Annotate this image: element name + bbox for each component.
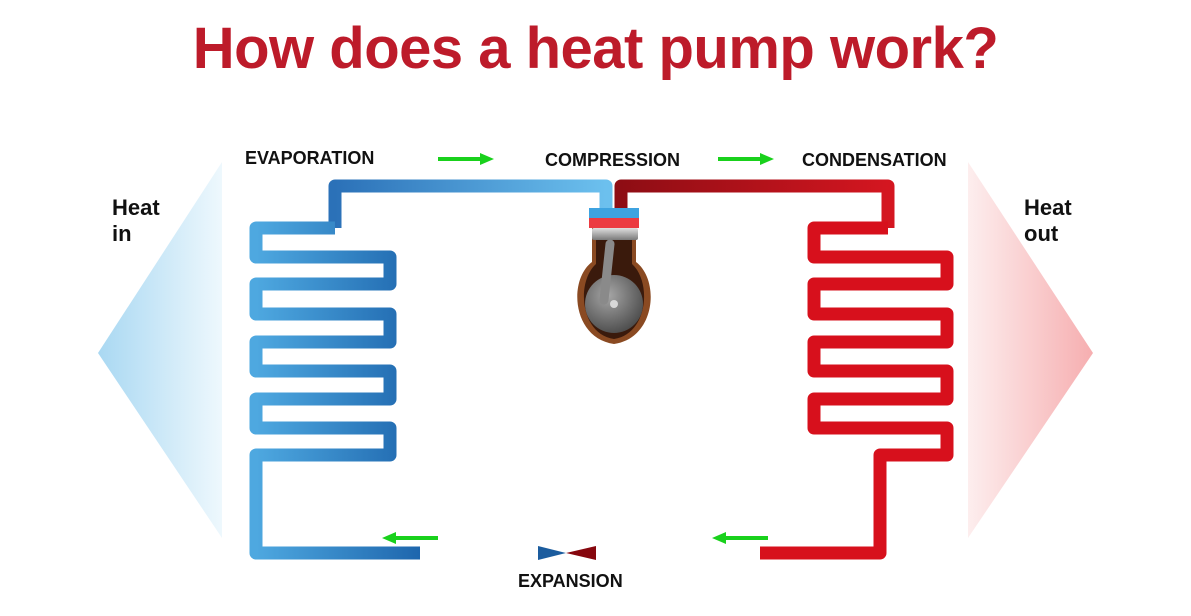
compressor-icon — [577, 208, 651, 344]
evaporator-coil — [249, 221, 420, 560]
heat-out-line1: Heat — [1024, 195, 1072, 220]
flow-arrow-icon — [712, 532, 768, 544]
flow-arrow-icon — [718, 153, 774, 165]
expansion-valve-hot — [566, 546, 596, 560]
heat-in-arrow-icon — [98, 162, 222, 538]
label-evaporation: EVAPORATION — [245, 148, 374, 168]
heat-in-line2: in — [112, 221, 132, 246]
label-condensation: CONDENSATION — [802, 150, 947, 170]
page-title: How does a heat pump work? — [192, 16, 999, 81]
expansion-valve-cold — [538, 546, 566, 560]
label-expansion: EXPANSION — [518, 571, 623, 591]
hot-pipe-top — [614, 179, 895, 228]
heat-out-arrow-icon — [968, 162, 1093, 538]
flow-arrow-icon — [382, 532, 438, 544]
heat-out-line2: out — [1024, 221, 1059, 246]
heat-in-line1: Heat — [112, 195, 160, 220]
cold-pipe-top — [328, 179, 613, 228]
condenser-coil — [760, 221, 954, 560]
label-compression: COMPRESSION — [545, 150, 680, 170]
flow-arrow-icon — [438, 153, 494, 165]
